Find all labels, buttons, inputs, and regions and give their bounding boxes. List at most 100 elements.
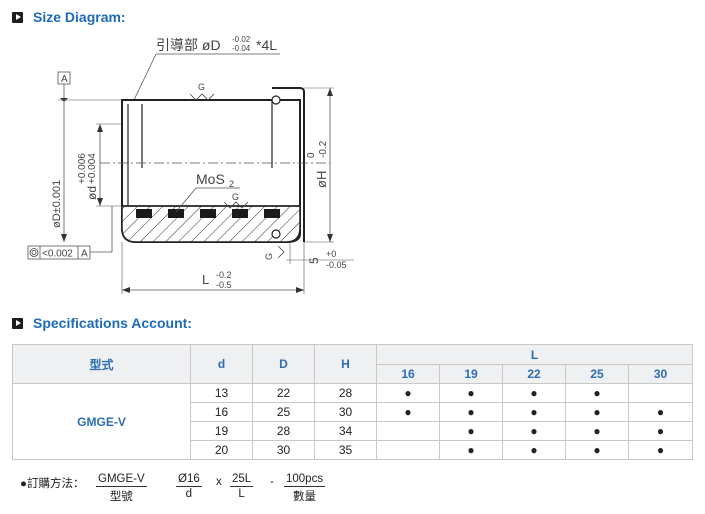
surface-finish-side: G — [264, 245, 285, 260]
lead-tol-lower: -0.04 — [232, 44, 251, 53]
order-qty: 100pcs 數量 — [284, 473, 326, 504]
availability-cell: ● — [439, 383, 503, 403]
dim-inner-diameter: ød +0.006 +0.004 — [77, 123, 122, 207]
cell-D: 28 — [252, 421, 315, 441]
lead-count: *4L — [256, 37, 277, 53]
availability-cell: ● — [627, 421, 694, 441]
order-model-value: GMGE-V — [96, 473, 147, 487]
svg-text:+0.006: +0.006 — [77, 153, 88, 184]
lead-callout: 引導部 øD -0.02 -0.04 *4L — [133, 35, 280, 101]
concentricity-icon — [29, 248, 39, 257]
size-diagram-heading: Size Diagram: — [12, 9, 126, 25]
cell-D: 22 — [252, 383, 315, 403]
table-subheader-row: 16 19 22 25 30 — [13, 364, 694, 384]
svg-text:-0.2: -0.2 — [318, 140, 329, 158]
svg-text:0: 0 — [306, 152, 317, 158]
dim-length: L -0.2 -0.5 — [121, 242, 305, 294]
svg-text:G: G — [264, 253, 274, 260]
cell-d: 13 — [190, 383, 253, 403]
cell-D: 25 — [252, 402, 315, 422]
availability-cell: ● — [565, 421, 629, 441]
svg-text:-0.5: -0.5 — [216, 280, 232, 290]
svg-text:-0.05: -0.05 — [326, 260, 347, 270]
availability-cell: ● — [502, 421, 566, 441]
cell-H: 34 — [314, 421, 377, 441]
col-d-header: d — [190, 344, 253, 384]
l-value-header: 25 — [565, 364, 629, 384]
order-l-label: L — [238, 488, 245, 500]
availability-cell — [376, 440, 440, 460]
svg-text:L: L — [202, 272, 209, 287]
svg-text:+0: +0 — [326, 249, 336, 259]
col-H-header: H — [314, 344, 377, 384]
svg-text:ød: ød — [85, 186, 99, 200]
svg-text:+0.004: +0.004 — [87, 153, 98, 184]
availability-cell: ● — [565, 402, 629, 422]
svg-text:<0.002: <0.002 — [42, 249, 73, 260]
l-value-header: 16 — [376, 364, 440, 384]
bushing-body — [121, 87, 305, 243]
dim-head-length: 5 +0 -0.05 — [286, 242, 354, 270]
svg-text:G: G — [232, 192, 239, 202]
svg-text:A: A — [61, 74, 68, 85]
col-D-header: D — [252, 344, 315, 384]
order-model-label: 型號 — [109, 491, 133, 503]
size-diagram-title: Size Diagram: — [33, 9, 126, 25]
datum-a: A — [57, 71, 71, 102]
svg-text:A: A — [81, 249, 88, 260]
availability-cell: ● — [502, 402, 566, 422]
cell-D: 30 — [252, 440, 315, 460]
order-lead: ●訂購方法： — [20, 478, 85, 490]
concentricity-frame: <0.002 A — [27, 206, 113, 260]
spec-heading: Specifications Account: — [12, 315, 192, 331]
order-sep-dash: - — [270, 476, 274, 488]
mos2-callout: MoS 2 — [175, 171, 240, 213]
availability-cell: ● — [376, 402, 440, 422]
order-d-value: Ø16 — [176, 473, 202, 487]
size-diagram: 引導部 øD -0.02 -0.04 *4L A G — [27, 35, 354, 294]
lead-label: 引導部 øD — [156, 37, 221, 53]
cell-d: 19 — [190, 421, 253, 441]
svg-text:MoS: MoS — [196, 171, 225, 187]
order-d-label: d — [185, 488, 193, 500]
col-L-header: L — [375, 344, 694, 365]
l-value-header: 22 — [502, 364, 566, 384]
order-l-value: 25L — [230, 473, 254, 487]
availability-cell: ● — [627, 440, 694, 460]
availability-cell — [376, 421, 440, 441]
availability-cell: ● — [502, 440, 566, 460]
order-sep-x: x — [216, 476, 222, 488]
availability-cell: ● — [565, 440, 629, 460]
svg-text:5: 5 — [307, 257, 321, 264]
arrow-bullet-icon — [12, 317, 23, 329]
svg-text:øD±0.001: øD±0.001 — [51, 180, 63, 228]
table-header-row: 型式 d D H L — [12, 344, 694, 384]
svg-text:G: G — [198, 82, 205, 92]
availability-cell: ● — [439, 440, 503, 460]
dim-outer-diameter: øD±0.001 — [51, 99, 122, 242]
availability-cell — [627, 383, 694, 403]
availability-cell: ● — [376, 383, 440, 403]
arrow-bullet-icon — [12, 11, 23, 23]
surface-finish-top: G — [189, 82, 215, 101]
availability-cell: ● — [502, 383, 566, 403]
svg-text:-0.2: -0.2 — [216, 270, 232, 280]
order-l: 25L L — [230, 473, 254, 500]
surface-finish-bottom: G — [223, 192, 249, 209]
order-qty-value: 100pcs — [284, 473, 326, 487]
l-value-header: 19 — [439, 364, 503, 384]
spec-title: Specifications Account: — [33, 315, 192, 331]
lead-tol-upper: -0.02 — [232, 35, 251, 44]
availability-cell: ● — [565, 383, 629, 403]
cell-H: 30 — [314, 402, 377, 422]
order-d: Ø16 d — [176, 473, 202, 500]
cell-H: 28 — [314, 383, 377, 403]
order-qty-label: 數量 — [293, 491, 317, 503]
svg-text:øH: øH — [314, 171, 329, 188]
model-cell: GMGE-V — [12, 383, 191, 460]
dim-flange-diameter: øH 0 -0.2 — [304, 87, 334, 243]
